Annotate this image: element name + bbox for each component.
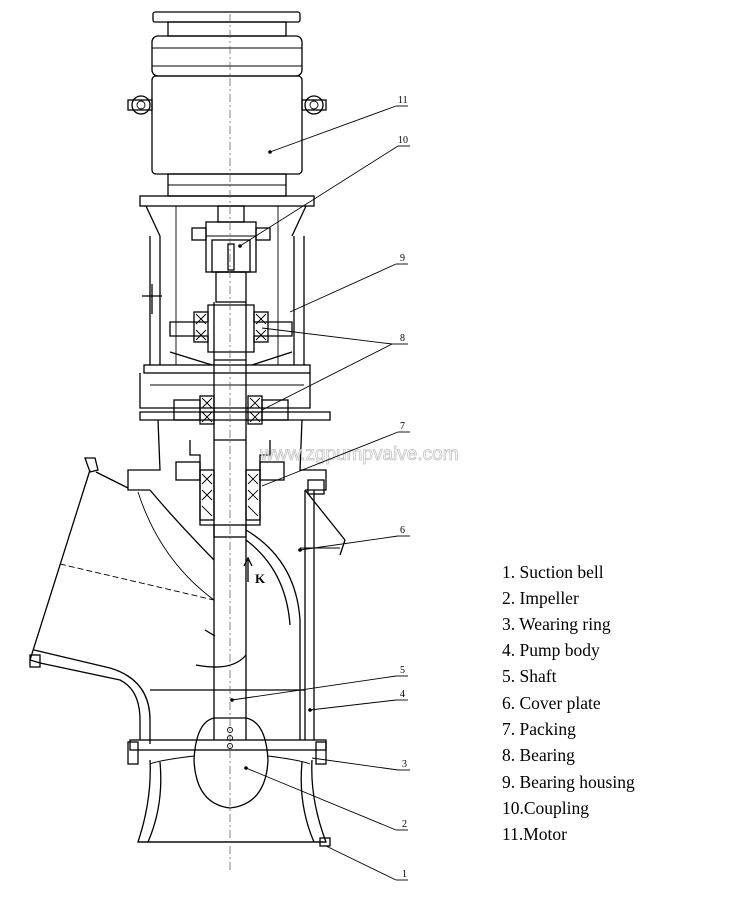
leader-lines bbox=[230, 105, 410, 881]
callout-4: 4 bbox=[400, 689, 405, 700]
legend: 1. Suction bell 2. Impeller 3. Wearing r… bbox=[502, 562, 635, 844]
legend-item-4: 4. Pump body bbox=[502, 640, 600, 660]
coupling bbox=[191, 205, 271, 303]
motor bbox=[127, 11, 327, 197]
pump-body bbox=[127, 689, 327, 765]
callout-6: 6 bbox=[400, 525, 405, 536]
suction-bell bbox=[137, 759, 331, 847]
callout-7: 7 bbox=[400, 421, 405, 432]
legend-item-7: 7. Packing bbox=[502, 719, 576, 739]
callout-10: 10 bbox=[398, 135, 408, 146]
callout-8: 8 bbox=[400, 333, 405, 344]
callout-5: 5 bbox=[400, 665, 405, 676]
legend-item-2: 2. Impeller bbox=[502, 588, 579, 608]
callout-3: 3 bbox=[402, 759, 407, 770]
callout-11: 11 bbox=[398, 95, 408, 106]
packing bbox=[175, 440, 285, 538]
legend-item-9: 9. Bearing housing bbox=[502, 772, 635, 792]
legend-item-5: 5. Shaft bbox=[502, 666, 557, 686]
legend-item-11: 11.Motor bbox=[502, 824, 567, 844]
legend-item-1: 1. Suction bell bbox=[502, 562, 604, 582]
watermark: www.zgpumpvalve.com bbox=[259, 444, 459, 465]
legend-item-6: 6. Cover plate bbox=[502, 693, 601, 713]
motor-stand bbox=[139, 195, 315, 409]
callout-1: 1 bbox=[402, 869, 407, 880]
discharge-elbow bbox=[29, 411, 346, 744]
callout-9: 9 bbox=[400, 253, 405, 264]
callout-numbers: 11 10 9 8 7 6 5 4 3 2 1 bbox=[398, 95, 408, 880]
legend-item-8: 8. Bearing bbox=[502, 745, 575, 765]
callout-2: 2 bbox=[402, 819, 407, 830]
flow-direction-mark: K bbox=[255, 571, 266, 586]
legend-item-10: 10.Coupling bbox=[502, 798, 589, 818]
legend-item-3: 3. Wearing ring bbox=[502, 614, 611, 634]
